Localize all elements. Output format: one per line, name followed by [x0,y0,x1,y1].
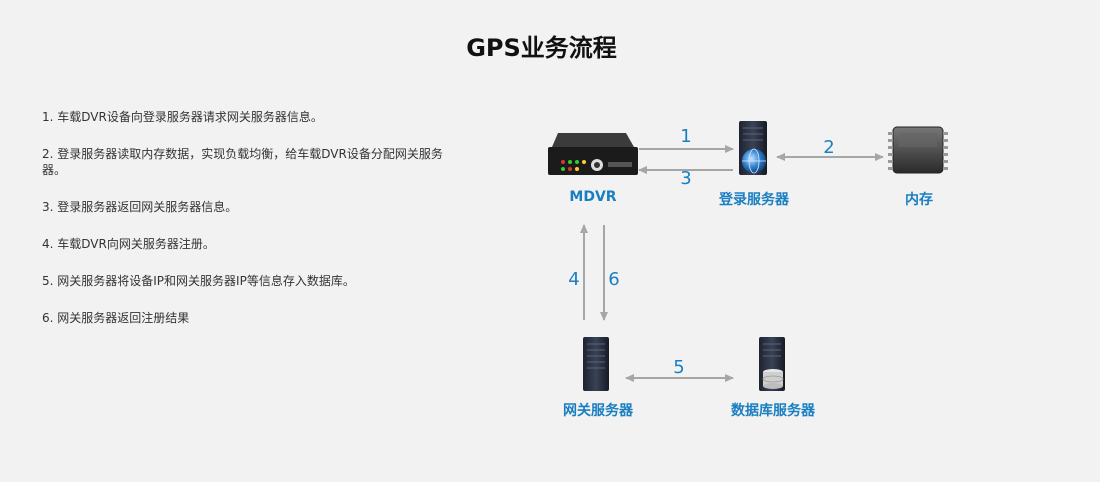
database-server-icon [759,337,785,391]
step-item-4: 4. 车载DVR向网关服务器注册。 [42,237,215,251]
arrow-6-label: 6 [608,269,620,290]
gateway-server-label: 网关服务器 [563,403,633,419]
memory-chip-icon [888,126,948,174]
arrow-3-label: 3 [680,168,692,189]
mdvr-device-icon [548,133,638,175]
arrow-5-label: 5 [673,357,685,378]
arrow-1-label: 1 [680,126,692,147]
db-server-label: 数据库服务器 [731,403,815,419]
step-item-1: 1. 车载DVR设备向登录服务器请求网关服务器信息。 [42,110,323,124]
step-item-3: 3. 登录服务器返回网关服务器信息。 [42,200,238,214]
step-list: 1. 车载DVR设备向登录服务器请求网关服务器信息。 2. 登录服务器读取内存数… [42,109,452,347]
step-item-2: 2. 登录服务器读取内存数据，实现负载均衡，给车载DVR设备分配网关服务器。 [42,147,443,177]
mdvr-label: MDVR [569,189,617,205]
login-server-icon [739,121,767,175]
arrow-4-label: 4 [568,269,580,290]
step-item-6: 6. 网关服务器返回注册结果 [42,311,190,325]
memory-label: 内存 [905,192,933,208]
gateway-server-icon [583,337,609,391]
login-server-label: 登录服务器 [719,192,789,208]
page-title: GPS业务流程 [466,34,617,62]
arrow-2-label: 2 [823,137,835,158]
step-item-5: 5. 网关服务器将设备IP和网关服务器IP等信息存入数据库。 [42,274,355,288]
